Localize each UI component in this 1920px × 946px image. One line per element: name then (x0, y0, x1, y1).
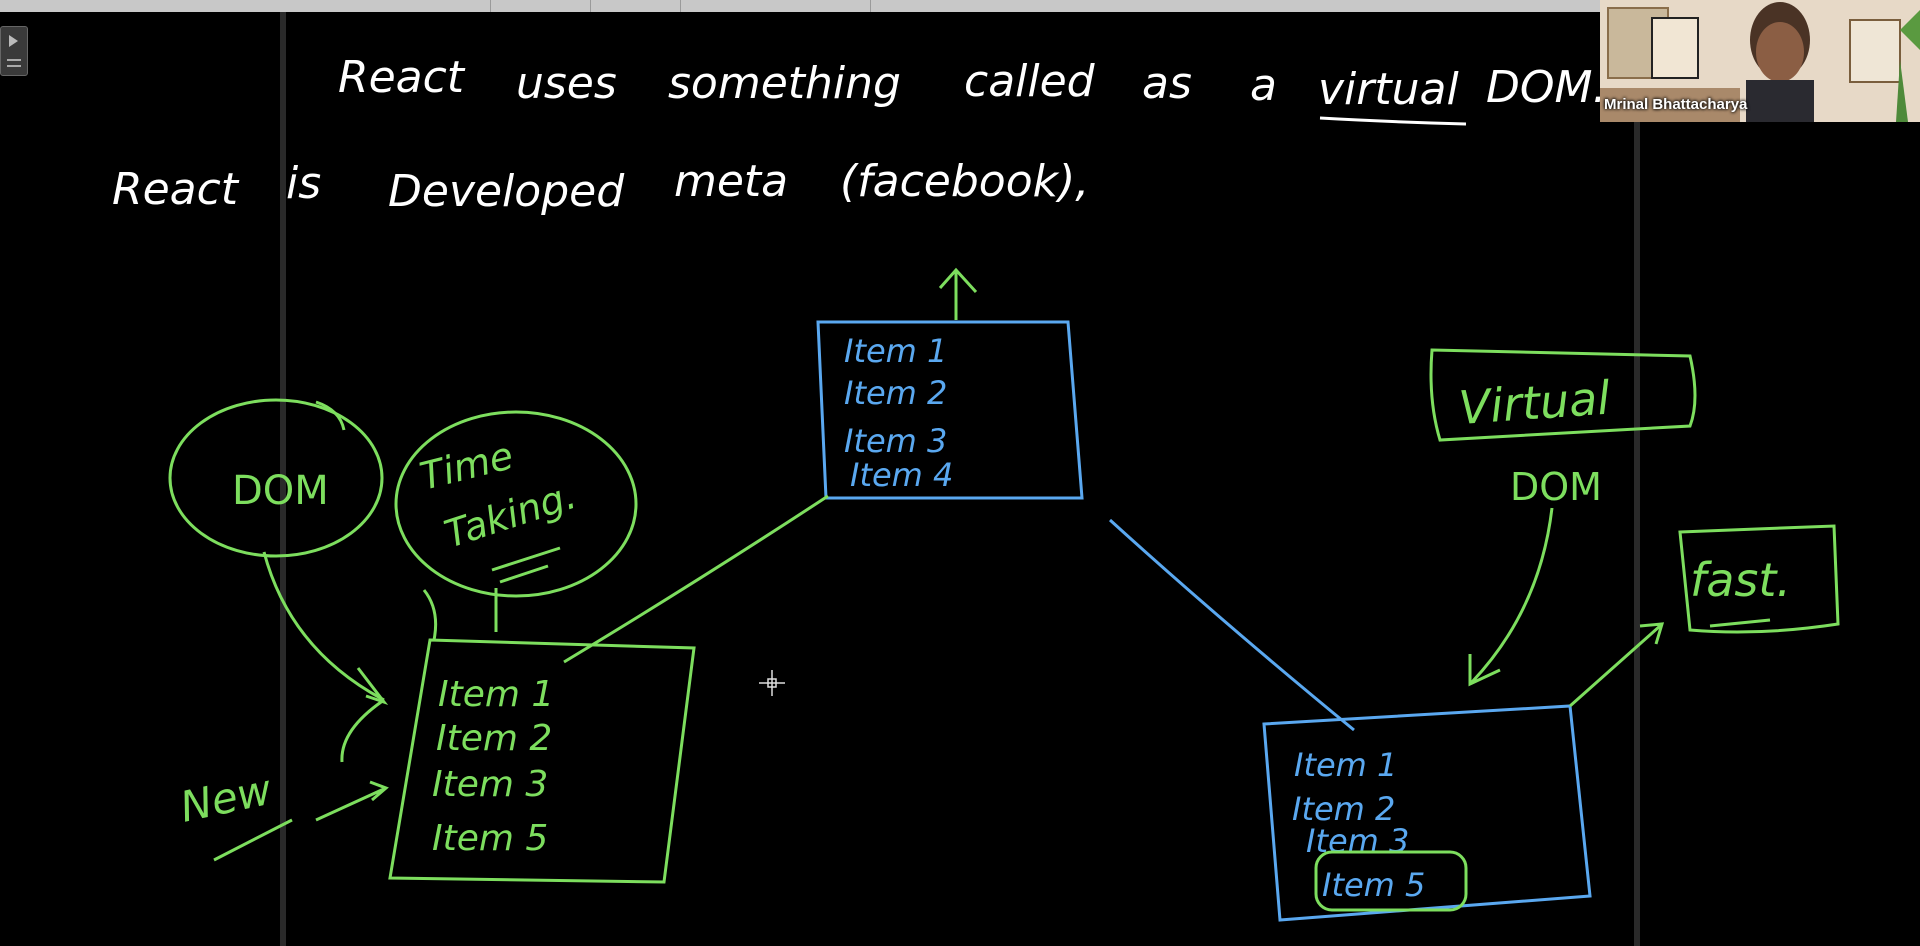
dom-bubble-label: DOM (232, 468, 329, 514)
list-item: Item 4 (850, 456, 953, 494)
arrow-new-to-box (315, 780, 389, 822)
virtual-box (1429, 348, 1697, 442)
grip-line-icon (7, 65, 21, 67)
list-item: Item 1 (844, 332, 947, 370)
side-panel-toggle-button[interactable] (0, 26, 28, 76)
canvas-guide-bar (280, 12, 286, 946)
highlight-box (1314, 850, 1468, 912)
word: virtual (1318, 64, 1459, 115)
list-item: Item 1 (1294, 746, 1397, 784)
fast-label: fast. (1690, 553, 1791, 607)
list-item: Item 2 (844, 374, 947, 412)
underline-stroke (213, 818, 293, 862)
dom-list-items: Item 1 Item 2 Item 3 Item 5 (432, 674, 554, 859)
word: React (338, 52, 466, 103)
dom-bubble (168, 398, 384, 558)
participant-video-tile[interactable] (1600, 0, 1920, 122)
word: (facebook), (840, 156, 1089, 207)
list-item: Item 3 (432, 764, 548, 805)
time-taking-bubble (394, 410, 638, 598)
word: Developed (388, 166, 625, 217)
list-item: Item 2 (1292, 790, 1395, 828)
app-toolbar-strip (0, 0, 1600, 12)
virtual-dom-list-items: Item 1 Item 2 Item 3 (1292, 746, 1409, 860)
play-arrow-icon (9, 35, 18, 47)
word: as (1142, 58, 1192, 109)
participant-name-label: Mrinal Bhattacharya (1604, 96, 1748, 113)
arrow-box-to-fast (1569, 622, 1665, 708)
word: something (668, 58, 901, 109)
toolbar-divider (590, 0, 591, 12)
fast-box (1678, 524, 1840, 634)
crosshair-cursor-icon (759, 670, 785, 696)
heading-line-2: React is Developed meta (facebook), (112, 156, 1089, 217)
connector-line (422, 589, 438, 641)
underline-stroke (491, 546, 561, 584)
updated-list-box (816, 320, 1084, 500)
participant-video-feed (1600, 0, 1920, 122)
arrow-up-icon (938, 267, 978, 320)
connector-line (1108, 518, 1355, 732)
virtual-dom-label: DOM (1510, 465, 1602, 509)
connector-line (340, 698, 385, 763)
arrow-virtual-to-box (1468, 507, 1554, 687)
dom-list-box (388, 638, 696, 884)
toolbar-divider (870, 0, 871, 12)
underline-stroke (1709, 618, 1771, 628)
heading-line-1: React uses something called as a virtual… (338, 52, 1606, 115)
word: a (1250, 60, 1277, 111)
virtual-label: Virtual (1457, 371, 1612, 435)
word: is (286, 158, 321, 209)
updated-list-items: Item 1 Item 2 Item 3 Item 4 (844, 332, 953, 494)
word: meta (674, 156, 788, 207)
arrow-dom-to-box (262, 551, 385, 702)
toolbar-divider (680, 0, 681, 12)
new-label: New (176, 765, 276, 832)
connector-line (563, 494, 829, 664)
time-taking-word-1: Time (416, 433, 518, 498)
word: uses (516, 58, 617, 109)
list-item: Item 5 (432, 818, 548, 859)
underline-stroke (1319, 116, 1467, 126)
list-item: Item 2 (436, 718, 552, 759)
word: React (112, 164, 240, 215)
word: called (964, 56, 1096, 107)
list-item: Item 5 (1322, 866, 1425, 904)
list-item: Item 1 (438, 674, 554, 715)
toolbar-divider (490, 0, 491, 12)
canvas-guide-bar (1634, 12, 1640, 946)
virtual-dom-list-box (1262, 704, 1592, 922)
list-item: Item 3 (844, 422, 947, 460)
word: DOM. (1486, 62, 1606, 113)
grip-line-icon (7, 59, 21, 61)
arrow-head-icon (356, 667, 389, 705)
